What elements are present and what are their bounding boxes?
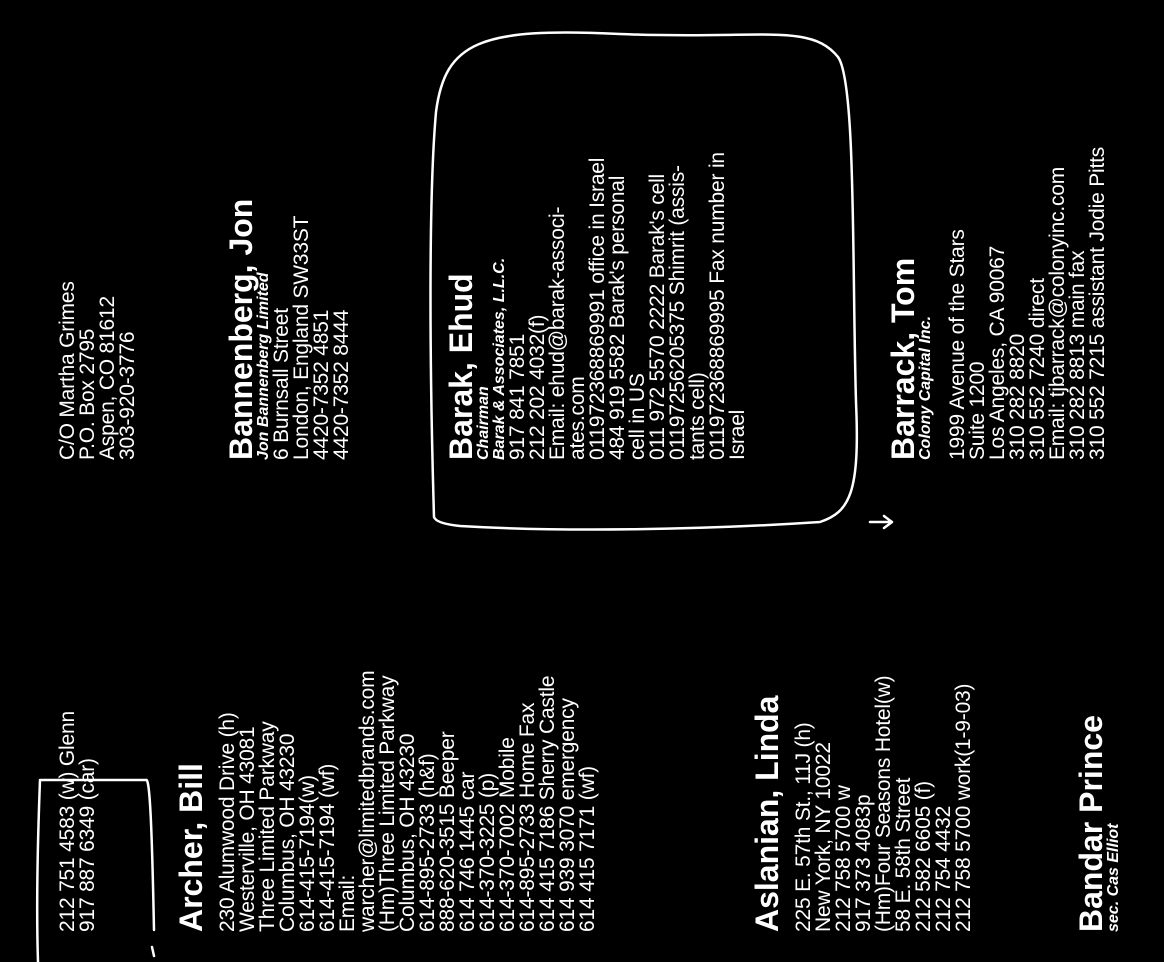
bracket-mark [35,778,156,962]
barak-circle-mark [429,31,859,531]
top-tick-mark [150,945,156,958]
arrow-mark [868,514,894,530]
